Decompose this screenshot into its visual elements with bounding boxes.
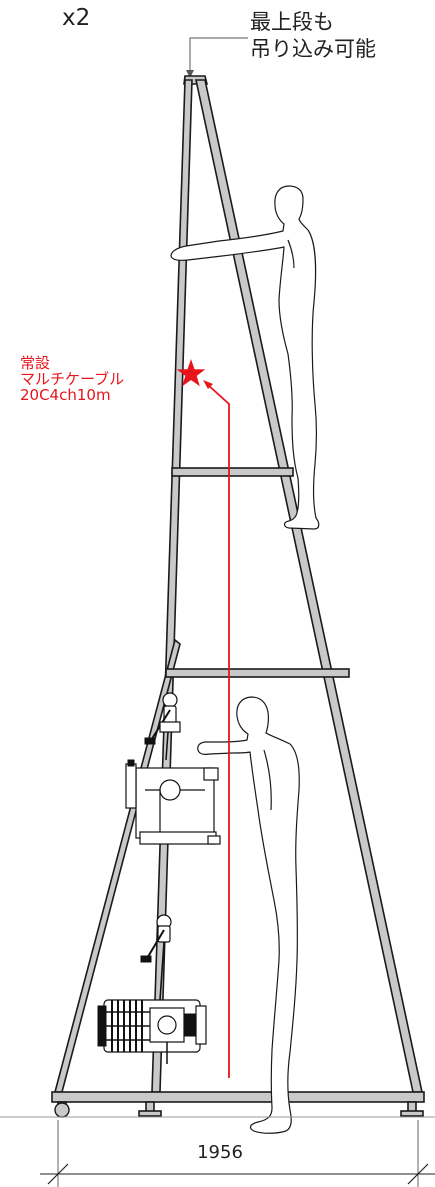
person-upper-shoulder-line [287,239,295,269]
top-note-arrowhead [186,70,194,78]
tower-crossbar-middle [165,668,350,678]
top-note-leader [189,37,248,76]
foot-center-pad [138,1110,162,1117]
spotlight-fixture [97,999,207,1064]
top-note-line1: 最上段も [250,10,334,34]
foot-right-pad [400,1110,424,1117]
multi-cable-arrowhead [203,380,213,389]
person-upper-silhouette [170,185,320,530]
lower-clamp-fixture [140,914,172,1001]
multiplier-label: x2 [62,5,90,31]
upper-clamp-fixture [144,692,181,761]
multi-cable-line [206,383,230,1078]
width-dimension-value: 1956 [197,1142,243,1163]
spotlight-fins [104,1000,150,1052]
cable-note-line1: 常設 [20,354,50,372]
cable-note-line3: 20C4ch10m [20,386,111,404]
top-note-line2: 吊り込み可能 [250,37,376,61]
cable-connection-star [176,359,206,387]
width-dimension: 1956 [0,1116,435,1187]
caster-wheel [54,1102,70,1118]
tower-frame [51,75,425,1118]
person-lower-silhouette [197,696,300,1134]
tower-crossbar-upper [171,467,294,477]
cable-note-line2: マルチケーブル [20,370,124,388]
tower-base-bar [51,1091,425,1103]
person-lower-arm-line [263,749,272,811]
center-frame-fixture [125,759,221,845]
